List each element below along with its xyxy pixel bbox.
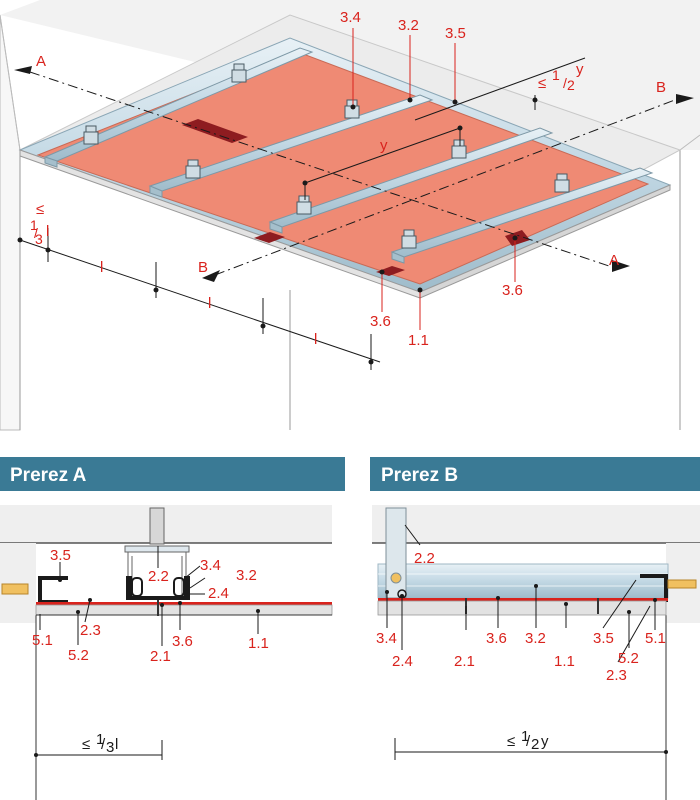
leader-lines-top (352, 28, 516, 330)
wall-anchor-b (667, 579, 697, 589)
svg-text:3: 3 (35, 231, 43, 247)
label-3-6-right: 3.6 (502, 282, 523, 299)
section-mark-b-left: B (198, 259, 208, 276)
span-l-2: l (208, 295, 211, 312)
b-label-3-5: 3.5 (593, 630, 614, 647)
label-3-6-left: 3.6 (370, 313, 391, 330)
room-left-wall (0, 14, 21, 431)
cd-profile-a (126, 576, 190, 600)
svg-text:≤: ≤ (507, 733, 515, 750)
svg-text:3: 3 (106, 739, 114, 756)
b-label-2-4: 2.4 (392, 653, 413, 670)
wall-anchor-a (1, 583, 29, 595)
svg-text:1: 1 (30, 217, 38, 233)
a-label-5-2: 5.2 (68, 647, 89, 664)
section-a-title: Prerez A (10, 465, 87, 486)
leader-lines-b (386, 524, 656, 663)
cd-profile-b (377, 563, 669, 599)
joint-strip (254, 232, 285, 243)
label-3-2: 3.2 (398, 17, 419, 34)
svg-text:/: / (34, 225, 38, 241)
svg-text:≤: ≤ (82, 736, 90, 753)
dim-a-text: ≤ 1 / 3 l (82, 731, 118, 756)
perimeter-profile-a (38, 576, 68, 602)
svg-text:1: 1 (96, 731, 104, 748)
svg-text:/: / (563, 75, 567, 91)
section-mark-a-right: A (609, 252, 619, 269)
svg-text:/: / (101, 736, 106, 753)
section-mark-a-left: A (36, 53, 46, 70)
a-label-1-1: 1.1 (248, 635, 269, 652)
board-b (377, 600, 667, 616)
svg-text:≤: ≤ (538, 75, 546, 92)
dim-third-l-left: ≤ 1 / 3 l (30, 201, 49, 247)
section-b-header (370, 457, 700, 491)
span-l-3: l (314, 331, 317, 348)
b-label-5-1: 5.1 (645, 630, 666, 647)
b-label-5-2: 5.2 (618, 650, 639, 667)
board-a-red (36, 602, 332, 605)
b-label-2-1: 2.1 (454, 653, 475, 670)
dim-b-text: ≤ 1 / 2 y (507, 728, 549, 753)
span-l-1: l (100, 259, 103, 276)
board-b-red (378, 598, 668, 601)
y-dimension (304, 57, 586, 200)
a-label-2-2: 2.2 (148, 568, 169, 585)
svg-text:y: y (576, 61, 584, 78)
a-label-2-1: 2.1 (150, 648, 171, 665)
section-arrows (14, 66, 694, 282)
b-label-1-1: 1.1 (554, 653, 575, 670)
board-a (35, 604, 333, 616)
section-b-title: Prerez B (381, 465, 458, 486)
label-y: y (380, 137, 388, 154)
leader-lines-a (39, 546, 259, 646)
a-label-3-4: 3.4 (200, 557, 221, 574)
label-3-5: 3.5 (445, 25, 466, 42)
svg-text:1: 1 (552, 67, 560, 83)
a-label-2-3: 2.3 (80, 622, 101, 639)
b-label-2-3: 2.3 (606, 667, 627, 684)
svg-text:1: 1 (521, 728, 529, 745)
b-label-3-4: 3.4 (376, 630, 397, 647)
section-lines (29, 71, 681, 276)
b-label-2-2: 2.2 (414, 550, 435, 567)
section-b-panel: Prerez B (370, 457, 700, 800)
wall-a (0, 543, 36, 623)
label-3-4: 3.4 (340, 9, 361, 26)
b-label-3-2: 3.2 (525, 630, 546, 647)
dim-b (394, 738, 666, 760)
svg-text:≤: ≤ (36, 201, 44, 218)
a-label-5-1: 5.1 (32, 632, 53, 649)
hangers (83, 63, 570, 249)
section-a-panel: Prerez A (0, 457, 345, 800)
a-label-3-2: 3.2 (236, 567, 257, 584)
slab-a (0, 505, 332, 543)
joint-strip (182, 119, 248, 143)
hanger-b (385, 507, 407, 599)
svg-text:2: 2 (531, 736, 539, 753)
svg-text:y: y (541, 733, 549, 750)
svg-text:2: 2 (567, 77, 575, 93)
label-1-1: 1.1 (408, 332, 429, 349)
svg-text:l: l (115, 736, 118, 753)
section-mark-b-right: B (656, 79, 666, 96)
section-a-header (0, 457, 345, 491)
dim-a (36, 740, 163, 760)
svg-text:l: l (46, 223, 49, 240)
svg-text:/: / (526, 733, 531, 750)
a-label-3-5: 3.5 (50, 547, 71, 564)
b-label-3-6: 3.6 (486, 630, 507, 647)
slab-b (372, 505, 700, 543)
a-label-3-6: 3.6 (172, 633, 193, 650)
dim-half-y-top: ≤ 1 / 2 y (538, 61, 584, 93)
isometric-view: 3.4 3.2 3.5 3.6 3.6 1.1 y A A B B ≤ 1 / … (0, 0, 700, 431)
a-label-2-4: 2.4 (208, 585, 229, 602)
